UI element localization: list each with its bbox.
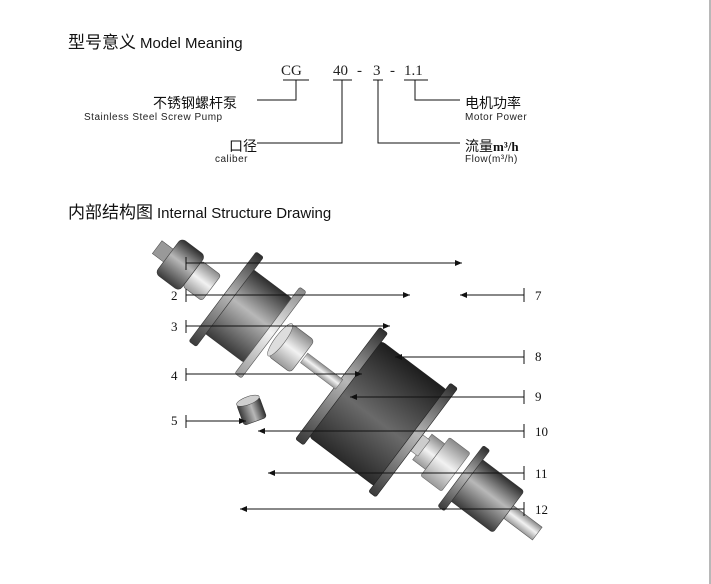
pump-label-en: Stainless Steel Screw Pump xyxy=(84,112,223,123)
caliber-connector xyxy=(257,80,343,144)
callout-4: 4 xyxy=(171,368,178,383)
spindle xyxy=(300,352,344,390)
motor-power-label-en: Motor Power xyxy=(465,112,528,123)
callout-7: 7 xyxy=(535,288,542,303)
caliber-label-en: caliber xyxy=(215,154,248,165)
callout-5: 5 xyxy=(171,413,178,428)
flow-label-unit: m³/h xyxy=(493,139,519,154)
housing-flange-bottom xyxy=(369,383,458,497)
flow-connector xyxy=(377,80,460,144)
motor-power-label-cn: 电机功率 xyxy=(465,96,521,112)
flow-label-en: Flow(m³/h) xyxy=(465,154,518,165)
code-power: 1.1 xyxy=(404,63,423,79)
pump-connector xyxy=(257,80,297,101)
model-meaning-title-cn: 型号意义 xyxy=(68,33,136,53)
model-meaning-title-en: Model Meaning xyxy=(140,35,243,52)
code-prefix: CG xyxy=(281,63,302,79)
callout-11: 11 xyxy=(535,466,548,481)
internal-structure-title-cn: 内部结构图 xyxy=(68,203,153,223)
callout-leaders xyxy=(185,257,525,516)
code-caliber: 40 xyxy=(333,63,348,79)
flow-label: 流量m³/h xyxy=(465,136,519,156)
callout-9: 9 xyxy=(535,389,542,404)
internal-structure-title-en: Internal Structure Drawing xyxy=(157,205,332,222)
model-code-connectors xyxy=(257,79,460,144)
code-separator-2: - xyxy=(390,63,395,79)
motor-power-connector xyxy=(414,80,460,101)
callout-arrowheads xyxy=(239,260,467,512)
pump-label-cn: 不锈钢螺杆泵 xyxy=(153,96,237,112)
callout-8: 8 xyxy=(535,349,542,364)
callout-12: 12 xyxy=(535,502,548,517)
code-separator-1: - xyxy=(357,63,362,79)
flow-label-cn: 流量 xyxy=(465,139,493,155)
page-right-border xyxy=(709,0,711,584)
callout-10: 10 xyxy=(535,424,548,439)
pump-exploded-view xyxy=(151,239,543,541)
stator-flange xyxy=(189,252,264,347)
callout-3: 3 xyxy=(171,319,178,334)
callout-2: 2 xyxy=(171,288,178,303)
caliber-label-cn: 口径 xyxy=(229,139,257,155)
code-flow: 3 xyxy=(373,63,381,79)
